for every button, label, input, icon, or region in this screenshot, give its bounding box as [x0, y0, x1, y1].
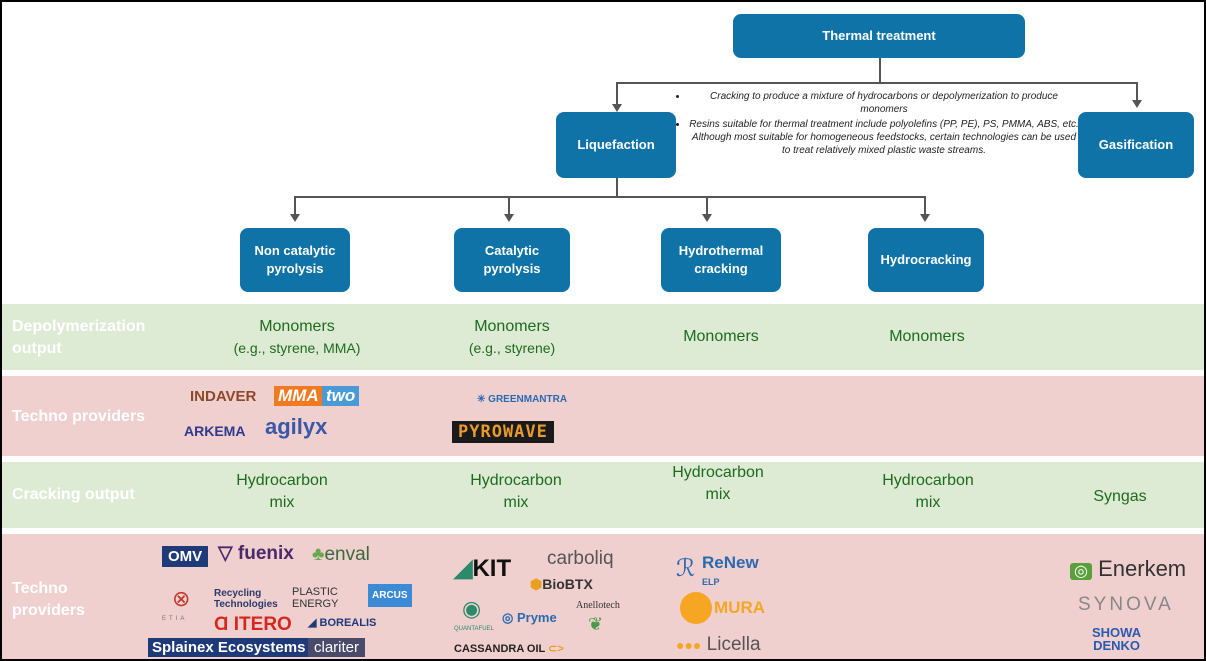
recycling-technologies-logo: Recycling Technologies [214, 588, 278, 610]
splainex-logo: Splainex Ecosystems [148, 638, 310, 657]
quantafuel-icon: ◉ [462, 596, 482, 621]
depoly-cell-noncatalytic: Monomers(e.g., styrene, MMA) [233, 318, 361, 356]
indaver-logo: INDAVER [190, 388, 257, 405]
synova-logo: SYNOVA [1078, 594, 1174, 615]
note-item: Resins suitable for thermal treatment in… [688, 118, 1080, 157]
arkema-logo: ARKEMA [184, 423, 246, 439]
connector [508, 196, 510, 216]
non-catalytic-label-line2: pyrolysis [266, 261, 324, 276]
cassandra-oil-logo: CASSANDRA OIL ⊂> [454, 643, 564, 655]
mura-logo: MURA [714, 598, 765, 617]
cracking-cell-gasification: Syngas [1093, 488, 1147, 505]
depoly-cell-hydrocracking: Monomers [889, 328, 965, 345]
anellotech-icon: ❦ [588, 614, 604, 634]
hydrothermal-label-line1: Hydrothermal [678, 243, 764, 259]
connector [706, 196, 708, 216]
thermal-treatment-box: Thermal treatment [733, 14, 1025, 58]
catalytic-label-line1: Catalytic [484, 243, 540, 259]
non-catalytic-label-line1: Non catalytic [254, 243, 336, 259]
clariter-logo: clariter [308, 638, 366, 657]
connector [294, 196, 926, 198]
arrow-head [702, 214, 712, 222]
mura-circle-icon [680, 592, 712, 624]
non-catalytic-pyrolysis-box: Non catalytic pyrolysis [240, 228, 350, 292]
note-item: Cracking to produce a mixture of hydroca… [688, 90, 1080, 116]
carboliq-logo: carboliq [547, 548, 614, 569]
pyrowave-logo: PYROWAVE [452, 421, 554, 443]
connector [616, 82, 618, 106]
plastic-energy-logo: PLASTIC ENERGY [292, 586, 339, 611]
connector [294, 196, 296, 216]
quantafuel-logo: QUANTAFUEL [454, 626, 494, 632]
etia-logo: ETIA [162, 616, 188, 622]
fuenix-logo: ▽ fuenix [218, 543, 294, 564]
licella-logo: ●●● Licella [676, 634, 761, 655]
hydrocracking-label: Hydrocracking [880, 252, 972, 268]
row-label: Techno providers [12, 408, 146, 425]
arrow-head [612, 104, 622, 112]
mma-two-logo: two [322, 386, 360, 406]
hydrothermal-cracking-box: Hydrothermal cracking [661, 228, 781, 292]
depoly-cell-hydrothermal: Monomers [683, 328, 759, 345]
itero-logo: Ɑ ITERO [214, 614, 292, 635]
pryme-logo: ◎ Pryme [502, 610, 557, 625]
connector [616, 82, 1138, 84]
enerkem-logo: ◎ Enerkem [1070, 556, 1186, 582]
enval-logo: ♣enval [312, 544, 370, 565]
greenmantra-logo: ✳ GREENMANTRA [477, 394, 568, 405]
gasification-box: Gasification [1078, 112, 1194, 178]
catalytic-pyrolysis-box: Catalytic pyrolysis [454, 228, 570, 292]
kit-logo: ◢KIT [454, 555, 512, 582]
row-label: Cracking output [12, 486, 135, 503]
omv-logo: OMV [162, 546, 209, 567]
depoly-cell-catalytic: Monomers(e.g., styrene) [468, 318, 556, 356]
connector [616, 178, 618, 196]
arcus-logo: ARCUS [368, 584, 412, 607]
biobtx-logo: ⬢BioBTX [530, 576, 593, 592]
arrow-head [504, 214, 514, 222]
connector [924, 196, 926, 216]
mma-logo: MMA [274, 386, 323, 406]
techno-providers-row-1: Techno providers INDAVER MMA two ARKEMA … [2, 376, 1204, 456]
borealis-logo: ◢ BOREALIS [308, 617, 377, 629]
connector [879, 58, 881, 84]
catalytic-label-line2: pyrolysis [483, 261, 541, 276]
liquefaction-box: Liquefaction [556, 112, 676, 178]
hydrothermal-label-line2: cracking [694, 261, 748, 276]
gasification-label: Gasification [1098, 137, 1174, 153]
arrow-head [1132, 100, 1142, 108]
agilyx-logo: agilyx [265, 414, 328, 439]
hydrocracking-box: Hydrocracking [868, 228, 984, 292]
etia-symbol-icon: ⊗ [172, 586, 191, 611]
renew-icon: ℛ [676, 555, 696, 582]
connector [1136, 82, 1138, 102]
thermal-treatment-label: Thermal treatment [822, 28, 936, 44]
arrow-head [920, 214, 930, 222]
arrow-head [290, 214, 300, 222]
thermal-treatment-notes: Cracking to produce a mixture of hydroca… [670, 90, 1080, 159]
anellotech-logo: Anellotech [576, 600, 620, 611]
liquefaction-label: Liquefaction [577, 137, 655, 153]
